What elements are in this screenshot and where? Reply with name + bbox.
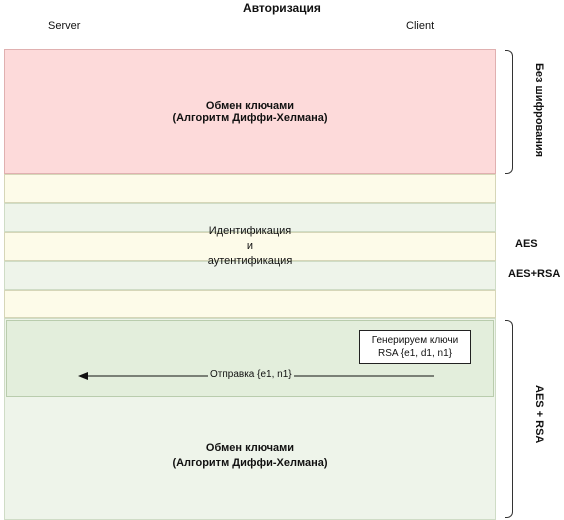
server-label: Server: [48, 20, 81, 32]
brace-no-encryption: [505, 50, 513, 174]
aes-label: AES: [515, 238, 538, 250]
yellow-band-2: [4, 232, 496, 261]
key-exchange-band-top: Обмен ключами (Алгоритм Диффи-Хелмана): [4, 49, 496, 174]
green-band-1: [4, 203, 496, 232]
aes-plus-rsa-label: AES + RSA: [533, 385, 545, 444]
aes-rsa-label: AES+RSA: [508, 268, 561, 280]
brace-aes-rsa: [505, 320, 513, 518]
diagram-title: Авторизация: [243, 1, 321, 15]
yellow-band-1: [4, 174, 496, 203]
key-exchange-bottom-text: Обмен ключами (Алгоритм Диффи-Хелмана): [172, 442, 328, 469]
no-encryption-label: Без шифрования: [533, 63, 545, 158]
yellow-band-3: [4, 290, 496, 318]
send-message-label: Отправка {e1, n1}: [208, 369, 294, 380]
green-band-2: [4, 261, 496, 290]
generate-keys-box: Генерируем ключи RSA {e1, d1, n1}: [359, 330, 471, 364]
identification-text: Идентификация и аутентификация: [207, 224, 293, 267]
client-label: Client: [406, 20, 435, 32]
